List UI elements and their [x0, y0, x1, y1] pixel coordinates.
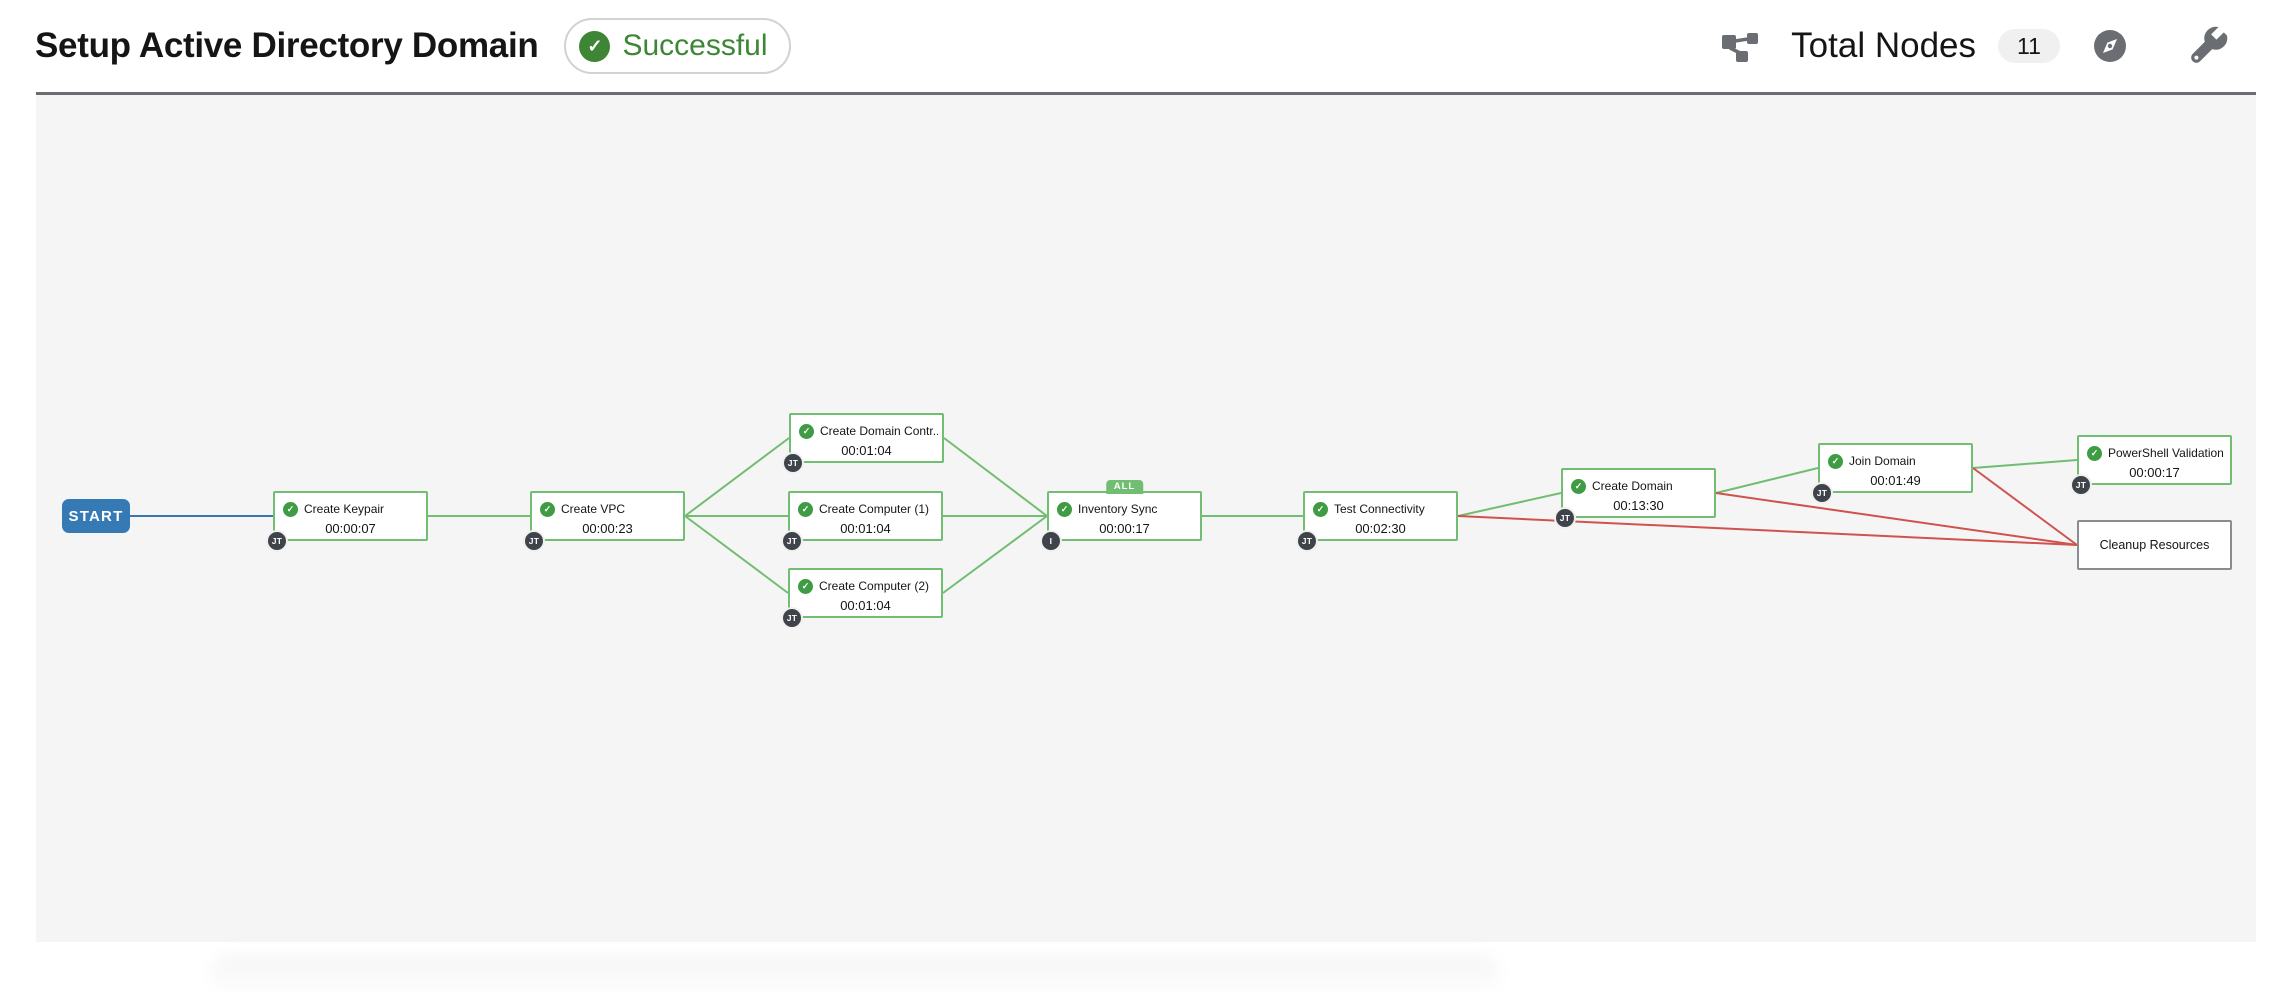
- node-elapsed-time: 00:00:17: [2129, 465, 2180, 480]
- check-circle-icon: ✓: [1313, 501, 1328, 517]
- workflow-start-node[interactable]: START: [62, 499, 130, 533]
- check-circle-icon: ✓: [540, 501, 555, 517]
- job-template-badge: JT: [1296, 530, 1318, 552]
- edge-create-vpc-create-computer-2: [684, 515, 789, 594]
- node-label: Create Computer (1): [819, 502, 930, 516]
- compass-icon[interactable]: [2094, 30, 2126, 62]
- node-title-row: ✓ Join Domain: [1820, 445, 1971, 469]
- check-circle-icon: ✓: [1057, 501, 1072, 517]
- node-title-row: ✓ Create Computer (1): [790, 493, 941, 517]
- edge-test-connectivity-cleanup-resources: [1457, 515, 2078, 546]
- job-template-badge: JT: [523, 530, 545, 552]
- page-title: Setup Active Directory Domain: [35, 26, 539, 65]
- node-elapsed-time: 00:01:04: [841, 443, 892, 458]
- node-elapsed-time: 00:01:04: [840, 598, 891, 613]
- workflow-node-cleanup-resources[interactable]: Cleanup Resources: [2077, 520, 2232, 570]
- node-label: Create VPC: [561, 502, 626, 516]
- node-elapsed-time: 00:13:30: [1613, 498, 1664, 513]
- job-template-badge: JT: [2070, 474, 2092, 496]
- node-elapsed-time: 00:01:49: [1870, 473, 1921, 488]
- check-circle-icon: ✓: [283, 501, 298, 517]
- check-circle-icon: ✓: [2087, 445, 2102, 461]
- node-elapsed-time: 00:00:23: [582, 521, 633, 536]
- node-label: Create Keypair: [304, 502, 385, 516]
- node-title-row: ✓ Create Computer (2): [790, 570, 941, 594]
- total-nodes-count: 11: [1998, 29, 2060, 63]
- node-label: PowerShell Validation: [2108, 446, 2224, 460]
- status-badge-label: Successful: [622, 29, 768, 62]
- job-template-badge: JT: [1554, 507, 1576, 529]
- edge-test-connectivity-create-domain: [1457, 492, 1562, 517]
- topology-icon: [1721, 29, 1759, 63]
- node-title-row: ✓ Inventory Sync: [1049, 493, 1200, 517]
- node-title-row: ✓ PowerShell Validation: [2079, 437, 2230, 461]
- node-title-row: ✓ Create Keypair: [275, 493, 426, 517]
- node-label: Create Computer (2): [819, 579, 930, 593]
- edge-create-computer-2-inventory-sync: [942, 515, 1048, 594]
- node-title-row: ✓ Test Connectivity: [1305, 493, 1456, 517]
- node-label: Inventory Sync: [1078, 502, 1158, 516]
- job-template-badge: JT: [782, 452, 804, 474]
- edge-create-domain-cleanup-resources: [1715, 492, 2078, 546]
- node-title-row: ✓ Create Domain: [1563, 470, 1714, 494]
- node-elapsed-time: 00:00:07: [325, 521, 376, 536]
- node-elapsed-time: 00:01:04: [840, 521, 891, 536]
- node-elapsed-time: 00:02:30: [1355, 521, 1406, 536]
- status-badge[interactable]: ✓ Successful: [564, 18, 791, 74]
- job-template-badge: JT: [781, 607, 803, 629]
- node-label: Cleanup Resources: [2099, 538, 2210, 552]
- node-elapsed-time: 00:00:17: [1099, 521, 1150, 536]
- node-label: Join Domain: [1849, 454, 1916, 468]
- node-title-row: ✓ Create VPC: [532, 493, 683, 517]
- total-nodes-label: Total Nodes: [1791, 26, 1976, 65]
- node-label: Test Connectivity: [1334, 502, 1425, 516]
- job-template-badge: JT: [266, 530, 288, 552]
- job-template-badge: JT: [781, 530, 803, 552]
- check-circle-icon: ✓: [1828, 453, 1843, 469]
- node-label: Create Domain: [1592, 479, 1673, 493]
- check-circle-icon: ✓: [579, 30, 611, 62]
- header-toolbar: Total Nodes 11: [1721, 0, 2228, 92]
- bottom-panel-shadow: [210, 954, 1500, 994]
- check-circle-icon: ✓: [798, 578, 813, 594]
- node-title-row: ✓ Create Domain Contr...: [791, 415, 942, 439]
- edge-create-domain-join-domain: [1715, 467, 1819, 494]
- edge-create-domain-controller-inventory-sync: [943, 437, 1048, 517]
- wrench-icon[interactable]: [2188, 26, 2228, 66]
- check-circle-icon: ✓: [799, 423, 814, 439]
- convergence-all-badge: ALL: [1105, 480, 1144, 494]
- edge-join-domain-cleanup-resources: [1972, 467, 2078, 546]
- inventory-sync-badge: I: [1040, 530, 1062, 552]
- check-circle-icon: ✓: [1571, 478, 1586, 494]
- check-circle-icon: ✓: [798, 501, 813, 517]
- edge-join-domain-powershell-validation: [1972, 459, 2078, 469]
- workflow-output-header: Setup Active Directory Domain ✓ Successf…: [0, 0, 2290, 92]
- node-label: Create Domain Contr...: [820, 424, 938, 438]
- job-template-badge: JT: [1811, 482, 1833, 504]
- edge-create-vpc-create-domain-controller: [684, 437, 790, 517]
